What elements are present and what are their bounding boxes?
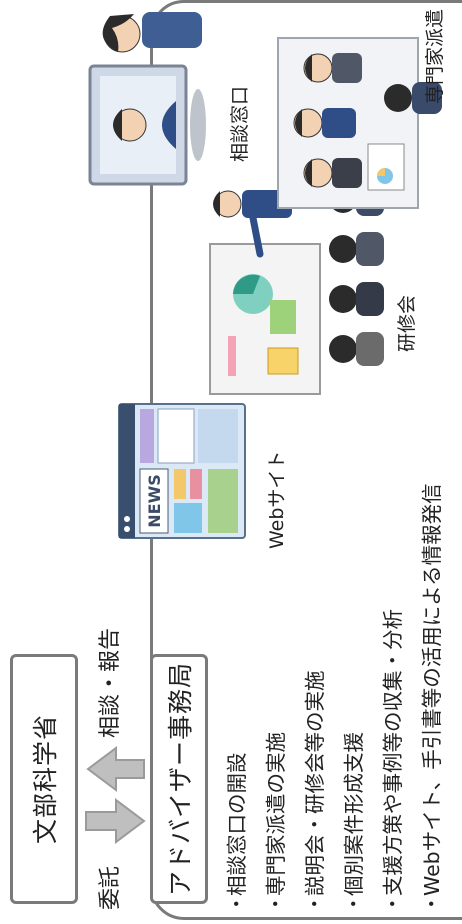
- bullet-mark: ・: [381, 893, 405, 915]
- bullet-mark: ・: [420, 893, 444, 915]
- website-caption: Webサイト: [266, 450, 288, 549]
- activity-item: ・相談窓口の開設: [218, 483, 257, 915]
- consult-label: 相談・報告: [98, 627, 123, 738]
- delegate-label: 委託: [98, 865, 123, 910]
- news-website-icon: NEWS: [118, 403, 246, 539]
- activity-text: 説明会・研修会等の実施: [303, 670, 327, 897]
- news-text: NEWS: [145, 474, 164, 528]
- activity-item: ・支援方策や事例等の収集・分析: [374, 483, 413, 914]
- activity-text: Webサイト、手引書等の活用による情報発信: [420, 483, 444, 896]
- ministry-box: 文部科学省: [10, 654, 78, 904]
- training-caption: 研修会: [396, 294, 418, 352]
- activity-text: 支援方策や事例等の収集・分析: [381, 609, 405, 896]
- ministry-title: 文部科学省: [31, 714, 60, 845]
- activity-text: 専門家派遣の実施: [264, 732, 288, 896]
- office-title: アドバイザー事務局: [166, 662, 195, 897]
- delegate-arrow-icon: [85, 798, 146, 844]
- activity-text: 相談窓口の開設: [225, 752, 249, 897]
- consult-arrow-icon: [86, 746, 145, 792]
- bullet-mark: ・: [264, 893, 288, 915]
- activity-item: ・Webサイト、手引書等の活用による情報発信: [413, 483, 452, 914]
- office-box: アドバイザー事務局: [150, 654, 208, 904]
- activity-list: ・相談窓口の開設 ・専門家派遣の実施 ・説明会・研修会等の実施 ・個別案件形成支…: [218, 483, 452, 914]
- expert-meeting-icon: [277, 37, 442, 209]
- bullet-mark: ・: [342, 893, 366, 915]
- activity-item: ・説明会・研修会等の実施: [296, 483, 335, 915]
- dispatch-caption: 専門家派遣: [424, 8, 446, 104]
- video-call-consultation-icon: [88, 12, 206, 186]
- activity-text: 個別案件形成支援: [342, 732, 366, 896]
- bullet-mark: ・: [303, 893, 327, 915]
- activity-item: ・個別案件形成支援: [335, 483, 374, 914]
- bullet-mark: ・: [225, 893, 249, 915]
